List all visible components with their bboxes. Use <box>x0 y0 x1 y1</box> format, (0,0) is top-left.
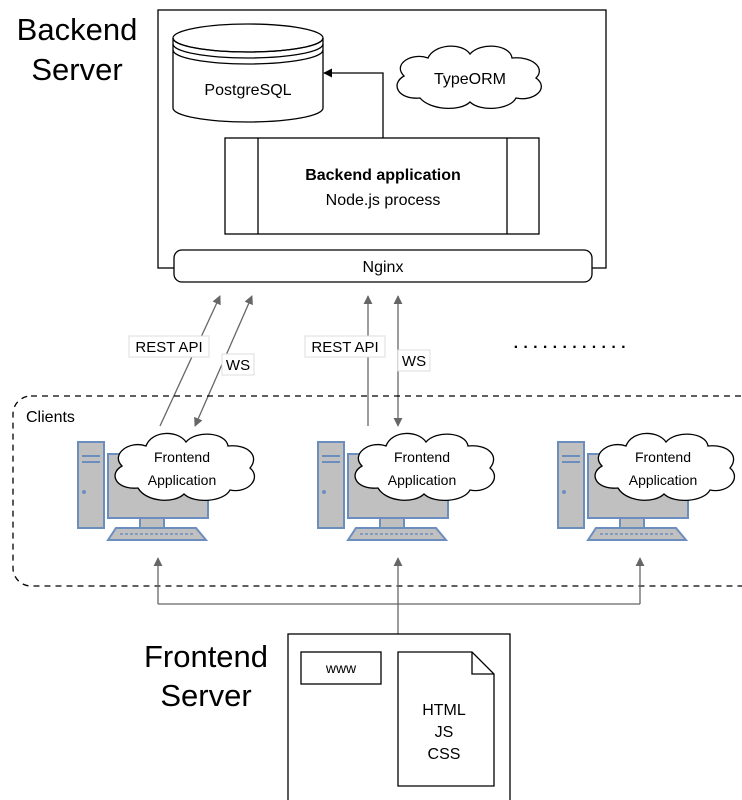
backend-application-box: Backend application Node.js process <box>224 137 540 235</box>
www-label: www <box>325 660 357 676</box>
backend-app-title: Backend application <box>305 167 461 184</box>
rest-arrow-1 <box>159 295 221 427</box>
frontend-title-line1: Frontend <box>144 639 268 674</box>
client-app-line2-2: Application <box>388 472 457 488</box>
client-app-line2-1: Application <box>148 472 217 488</box>
www-box: www <box>300 651 382 685</box>
file-css: CSS <box>428 746 461 763</box>
backend-title-line1: Backend <box>17 12 138 47</box>
rest-api-label-2: REST API <box>311 339 378 356</box>
frontend-app-cloud-3: Frontend Application <box>594 432 736 501</box>
client-app-line1-1: Frontend <box>154 449 210 465</box>
typeorm-label: TypeORM <box>434 71 506 88</box>
clients-label: Clients <box>26 409 75 426</box>
frontend-title-line2: Server <box>160 678 251 713</box>
nginx-label: Nginx <box>363 259 404 276</box>
client-app-line1-2: Frontend <box>394 449 450 465</box>
ws-label-2: WS <box>402 353 426 370</box>
file-html: HTML <box>422 702 466 719</box>
frontend-app-cloud-2: Frontend Application <box>354 432 496 501</box>
nginx-box: Nginx <box>173 249 593 283</box>
distribution-arrows <box>153 557 645 634</box>
more-clients-ellipsis: · · · · · · · · · · · · <box>514 339 627 356</box>
app-to-db-arrow <box>323 68 384 138</box>
file-js: JS <box>435 724 454 741</box>
postgresql-database: PostgreSQL <box>172 23 324 123</box>
clients-group-boundary <box>12 395 742 587</box>
rest-api-label-1: REST API <box>135 339 202 356</box>
client-app-line1-3: Frontend <box>635 449 691 465</box>
backend-app-subtitle: Node.js process <box>326 192 441 209</box>
ws-label-1: WS <box>226 357 250 374</box>
static-files-document: HTML JS CSS <box>397 651 495 787</box>
backend-title-line2: Server <box>31 52 122 87</box>
postgresql-label: PostgreSQL <box>204 82 291 99</box>
client-app-line2-3: Application <box>629 472 698 488</box>
frontend-app-cloud-1: Frontend Application <box>114 432 256 501</box>
typeorm-cloud: TypeORM <box>396 45 542 109</box>
